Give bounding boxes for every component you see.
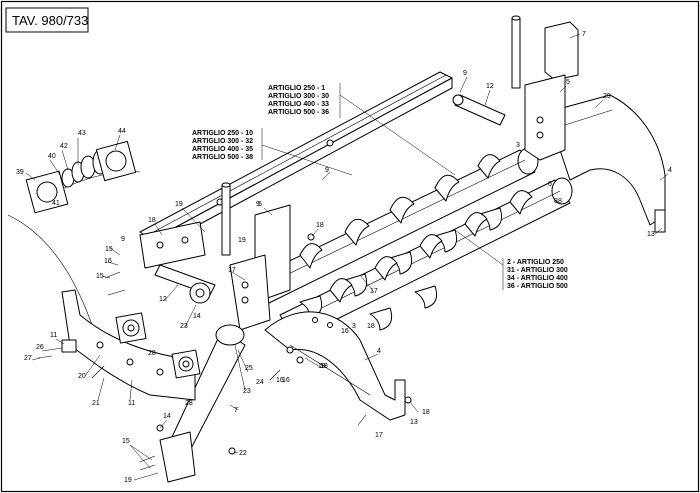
part-label: 15 (122, 438, 130, 445)
svg-text:ARTIGLIO 250 - 1: ARTIGLIO 250 - 1 (268, 85, 325, 92)
rotor-tines (299, 154, 533, 353)
part-label: 9 (121, 236, 125, 243)
right-side-plate (554, 94, 666, 233)
part-leaders (25, 33, 669, 481)
part-label: 43 (78, 130, 86, 137)
part-label: 42 (60, 143, 68, 150)
part-label: 29 (603, 93, 611, 100)
part-label: 20 (78, 373, 86, 380)
part-label: 44 (118, 128, 126, 135)
callout-right-leader (454, 229, 504, 266)
svg-text:ARTIGLIO 300 - 30: ARTIGLIO 300 - 30 (268, 93, 329, 100)
callout-upper-leader (339, 94, 456, 176)
part-label: 11 (50, 332, 57, 339)
left-link (154, 264, 216, 304)
part-label: 19 (124, 477, 132, 484)
part-label: 13 (647, 231, 655, 238)
left-side-plate (264, 311, 406, 421)
part-label: 15 (96, 273, 104, 280)
svg-text:ARTIGLIO 300 - 32: ARTIGLIO 300 - 32 (192, 138, 253, 145)
part-label: 39 (16, 169, 24, 176)
svg-text:31 - ARTIGLIO 300: 31 - ARTIGLIO 300 (507, 267, 568, 274)
part-label: 15 (105, 246, 113, 253)
part-label: 18 (148, 217, 156, 224)
part-label: 5 (566, 79, 570, 86)
part-label: 22 (239, 450, 247, 457)
part-number-labels: 7 9 12 5 29 4 13 3 6 8 44 43 42 40 39 41… (16, 31, 672, 484)
part-label: 40 (48, 153, 56, 160)
part-label: 4 (377, 348, 381, 355)
part-label: 28 (148, 350, 156, 357)
part-label: 6 (548, 181, 552, 188)
part-label: 18 (320, 363, 328, 370)
left-bracket (139, 221, 206, 269)
svg-text:ARTIGLIO 400 - 35: ARTIGLIO 400 - 35 (192, 146, 253, 153)
svg-text:34 - ARTIGLIO 400: 34 - ARTIGLIO 400 (507, 275, 568, 282)
part-label: 23 (243, 388, 251, 395)
svg-text:2 - ARTIGLIO 250: 2 - ARTIGLIO 250 (507, 259, 564, 266)
bearing-upper (115, 312, 147, 344)
part-label: 19 (238, 237, 246, 244)
title-code: TAV. 980/733 (12, 13, 88, 28)
part-label: 18 (316, 222, 324, 229)
svg-text:ARTIGLIO 250 - 10: ARTIGLIO 250 - 10 (192, 130, 253, 137)
left-mount-plate (61, 289, 196, 401)
callout-tines-right: 2 - ARTIGLIO 250 31 - ARTIGLIO 300 34 - … (507, 259, 568, 290)
right-link-rod (452, 94, 506, 126)
part-label: 3 (516, 142, 520, 149)
part-label: 18 (367, 323, 375, 330)
part-label: 27 (24, 355, 32, 362)
left-mast (221, 182, 231, 256)
part-label: 13 (410, 419, 418, 426)
part-label: 17 (228, 267, 236, 274)
part-label: 23 (180, 323, 188, 330)
part-label: 41 (52, 200, 60, 207)
part-label: 3 (352, 323, 356, 330)
part-label: 25 (245, 365, 253, 372)
part-label: 18 (318, 363, 326, 370)
part-label: 16 (104, 258, 112, 265)
part-label: 21 (92, 400, 100, 407)
part-label: 9 (256, 201, 260, 208)
title-block: TAV. 980/733 (5, 7, 89, 33)
svg-text:36 - ARTIGLIO 500: 36 - ARTIGLIO 500 (507, 283, 568, 290)
svg-text:ARTIGLIO 500 - 38: ARTIGLIO 500 - 38 (192, 154, 253, 161)
part-label: 8 (554, 198, 558, 205)
part-label: 18 (422, 409, 430, 416)
part-label: 9 (463, 70, 467, 77)
part-label: 24 (256, 379, 264, 386)
part-label: 12 (159, 296, 167, 303)
part-label: 14 (163, 413, 171, 420)
part-label: 17 (375, 432, 383, 439)
part-label: 4 (668, 167, 672, 174)
part-label: 19 (175, 201, 183, 208)
right-arm-tower (511, 15, 579, 161)
callout-tines-left: ARTIGLIO 250 - 10 ARTIGLIO 300 - 32 ARTI… (192, 130, 253, 161)
part-label: 11 (128, 400, 135, 407)
part-label: 7 (234, 407, 238, 414)
bearing-exploded-assembly (25, 140, 137, 214)
part-label: 8 (558, 198, 562, 205)
svg-text:ARTIGLIO 400 - 33: ARTIGLIO 400 - 33 (268, 101, 329, 108)
part-label: 7 (582, 31, 586, 38)
callout-left-leader (261, 144, 353, 176)
part-label: 12 (486, 83, 494, 90)
part-label: 28 (185, 400, 193, 407)
part-label: 14 (193, 313, 201, 320)
center-tower (229, 204, 291, 331)
svg-text:ARTIGLIO 500 - 36: ARTIGLIO 500 - 36 (268, 109, 329, 116)
bearing-lower (171, 349, 201, 379)
part-label: 5 (258, 201, 262, 208)
part-label: 16 (276, 377, 284, 384)
part-label: 16 (282, 377, 290, 384)
part-label: 17 (370, 288, 378, 295)
part-label: 9 (325, 167, 329, 174)
callout-tines-upper: ARTIGLIO 250 - 1 ARTIGLIO 300 - 30 ARTIG… (268, 85, 329, 116)
part-label: 26 (36, 344, 44, 351)
left-arm (159, 324, 246, 483)
part-label: 16 (341, 328, 349, 335)
